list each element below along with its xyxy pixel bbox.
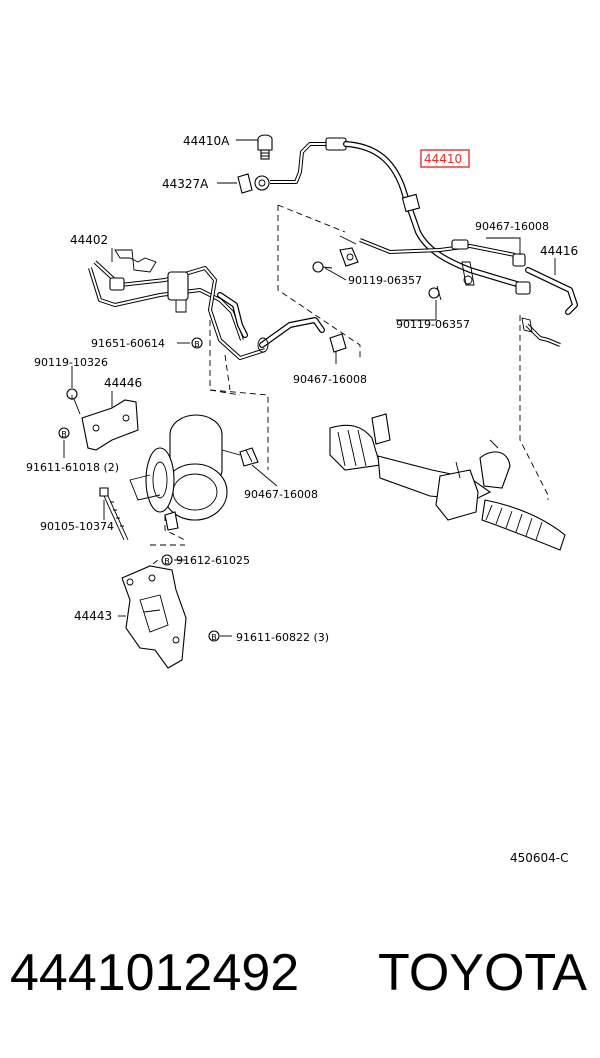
label-44410: 44410 <box>424 152 462 166</box>
highlight-box <box>420 149 470 168</box>
steering-gear <box>329 413 566 551</box>
footer-part-number: 4441012492 <box>10 944 299 1002</box>
gasket-44327A <box>237 173 270 194</box>
label-90119-06357-b: 90119-06357 <box>396 318 470 331</box>
label-44446: 44446 <box>104 376 142 390</box>
badge-b-91611-60822: B <box>208 630 220 642</box>
bracket-44443 <box>121 565 187 669</box>
pipe-assembly-44402 <box>88 249 325 360</box>
union-bolt-44410A <box>257 134 273 160</box>
label-90119-06357-a: 90119-06357 <box>348 274 422 287</box>
bolt-90105 <box>99 487 129 541</box>
label-44443: 44443 <box>74 609 112 623</box>
label-91611-61018: 91611-61018 (2) <box>26 461 119 474</box>
label-44410A: 44410A <box>183 134 230 148</box>
label-44402: 44402 <box>70 233 108 247</box>
bracket-44446 <box>66 388 139 451</box>
label-91651-60614: 91651-60614 <box>91 337 165 350</box>
svg-text:B: B <box>194 340 200 349</box>
label-91611-60822: 91611-60822 (3) <box>236 631 329 644</box>
leader-lines <box>63 139 556 637</box>
svg-text:B: B <box>61 430 67 439</box>
label-90467-16008-low: 90467-16008 <box>244 488 318 501</box>
label-90119-10326: 90119-10326 <box>34 356 108 369</box>
pressure-hose-44410 <box>270 137 531 295</box>
footer-brand: TOYOTA <box>378 944 587 1002</box>
label-90105-10374: 90105-10374 <box>40 520 114 533</box>
vane-pump <box>129 414 241 531</box>
svg-text:B: B <box>211 633 217 642</box>
part-labels: 44410A 44327A 44410 44402 90467-16008 44… <box>26 134 578 644</box>
label-44327A: 44327A <box>162 177 209 191</box>
diagram-code: 450604-C <box>510 851 569 865</box>
svg-text:B: B <box>164 557 170 566</box>
label-90467-16008-top: 90467-16008 <box>475 220 549 233</box>
label-90467-16008-mid: 90467-16008 <box>293 373 367 386</box>
label-91612-61025: 91612-61025 <box>176 554 250 567</box>
badge-b-91651: B <box>191 337 203 349</box>
badge-b-91611-61018: B <box>58 427 70 439</box>
label-44416: 44416 <box>540 244 578 258</box>
return-hose-44416 <box>521 267 578 347</box>
badge-b-91612: B <box>161 554 173 566</box>
clamp-bolts <box>239 235 442 467</box>
